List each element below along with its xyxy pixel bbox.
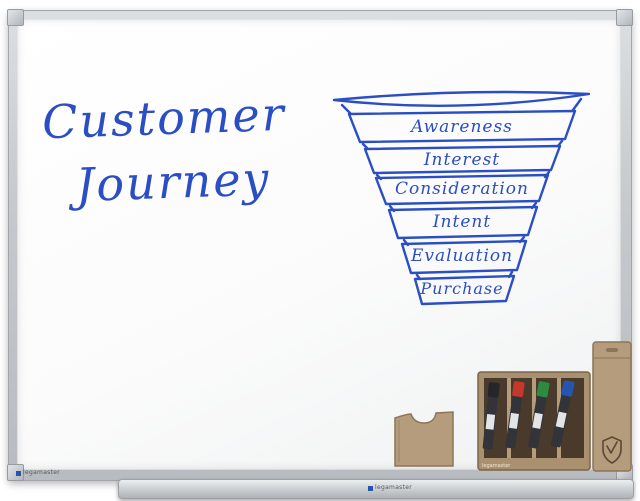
funnel-stage-band [363, 144, 562, 175]
marker-box-divider [507, 378, 511, 458]
funnel-mouth [332, 90, 591, 107]
marker-label-band [508, 412, 519, 429]
funnel-stage-consideration: Consideration [374, 173, 550, 206]
funnel-stage-band [347, 109, 577, 144]
marker-label-band [485, 413, 496, 430]
marker-cap-blue [561, 380, 575, 397]
frame-corner-cap [7, 464, 24, 481]
brand-logo-tray: legamaster [368, 485, 412, 491]
funnel-stage-label: Interest [423, 150, 500, 170]
pen-tray [118, 479, 634, 499]
whiteboard-marker-black [482, 382, 500, 450]
funnel-stage-label: Purchase [419, 279, 503, 298]
tall-box-body [592, 341, 632, 472]
shield-check [606, 441, 618, 454]
marker-label-band [532, 412, 543, 429]
funnel-stage-label: Consideration [395, 179, 529, 199]
funnel-stage-awareness: Awareness [347, 109, 577, 144]
whiteboard-marker-blue [550, 380, 575, 448]
shield-outline [602, 436, 622, 464]
frame-corner-cap [616, 9, 633, 26]
frame-corner-cap [7, 9, 24, 26]
cardboard-pocket [394, 411, 454, 467]
funnel-stage-label: Intent [432, 212, 491, 232]
funnel-stage-interest: Interest [363, 144, 562, 175]
board-title-line2: Journey [74, 151, 272, 213]
marker-cap-black [487, 382, 500, 398]
marker-cap-green [536, 381, 550, 398]
board-title: Customer Journey [28, 81, 302, 218]
funnel-stage-purchase: Purchase [413, 274, 516, 306]
brand-logo-text: legamaster [23, 469, 61, 476]
brand-logo-frame: legamaster [16, 470, 60, 476]
funnel-drawing: Awareness Interest Consideration Intent … [332, 90, 591, 306]
brand-logo-icon [368, 485, 373, 491]
marker-label-band [555, 411, 567, 428]
funnel-stage-band [374, 173, 550, 206]
funnel-stage-band [387, 205, 539, 240]
shield-logo-icon [602, 436, 622, 464]
funnel-stage-band [413, 274, 516, 306]
funnel-stage-intent: Intent [387, 205, 539, 240]
brand-logo-text: legamaster [375, 484, 413, 491]
marker-holder-box: legamaster [477, 371, 591, 471]
marker-box-logo: legamaster [482, 463, 511, 469]
pocket-shape [394, 411, 454, 467]
funnel-stage-label: Awareness [409, 117, 513, 137]
funnel-stage-band [400, 239, 528, 275]
funnel-stage-evaluation: Evaluation [400, 239, 528, 275]
board-title-line1: Customer [41, 86, 287, 150]
funnel-stage-label: Evaluation [410, 246, 513, 266]
brand-logo-icon [16, 470, 21, 476]
marker-cap-red [512, 381, 525, 398]
whiteboard-marker-green [528, 381, 550, 449]
whiteboard-marker-red [505, 381, 525, 449]
tall-box-slot [606, 348, 618, 352]
tall-accessory-box [592, 341, 632, 472]
